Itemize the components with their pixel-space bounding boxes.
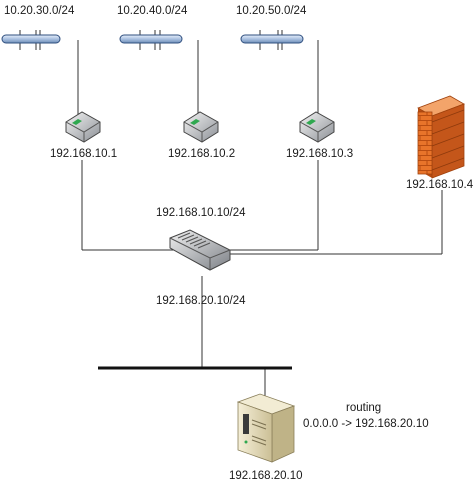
ethernet-segment-icon <box>1 30 61 50</box>
network-segment-2: 10.20.40.0/24 <box>117 5 188 50</box>
firewall-ip-label: 192.168.10.4 <box>406 179 474 191</box>
network-label: 10.20.40.0/24 <box>117 5 188 17</box>
router-2: 192.168.10.2 <box>168 111 235 160</box>
firewall-brick-icon <box>417 95 465 179</box>
routing-rule: 0.0.0.0 -> 192.168.20.10 <box>303 418 429 430</box>
core-switch: 192.168.10.10/24 192.168.20.10/24 <box>156 207 246 307</box>
router-icon <box>299 111 335 143</box>
switch-upper-ip-label: 192.168.10.10/24 <box>156 207 246 219</box>
server: 192.168.20.10 routing 0.0.0.0 -> 192.168… <box>229 393 429 482</box>
router-ip-label: 192.168.10.2 <box>168 148 235 160</box>
network-segment-1: 10.20.30.0/24 <box>1 5 75 50</box>
router-icon <box>183 111 219 143</box>
network-label: 10.20.50.0/24 <box>236 5 307 17</box>
ethernet-segment-icon <box>240 30 304 50</box>
server-ip-label: 192.168.20.10 <box>229 470 303 482</box>
network-segment-3: 10.20.50.0/24 <box>236 5 307 50</box>
ethernet-segment-icon <box>119 30 183 50</box>
switch-icon <box>169 229 231 271</box>
router-1: 192.168.10.1 <box>50 111 117 160</box>
router-ip-label: 192.168.10.1 <box>50 148 117 160</box>
routing-title: routing <box>346 402 381 414</box>
connection-lines <box>77 40 443 396</box>
firewall: 192.168.10.4 <box>406 95 474 191</box>
router-3: 192.168.10.3 <box>286 111 353 160</box>
switch-lower-ip-label: 192.168.20.10/24 <box>156 295 246 307</box>
router-ip-label: 192.168.10.3 <box>286 148 353 160</box>
router-icon <box>65 111 101 143</box>
server-tower-icon <box>236 393 296 463</box>
network-label: 10.20.30.0/24 <box>4 5 75 17</box>
